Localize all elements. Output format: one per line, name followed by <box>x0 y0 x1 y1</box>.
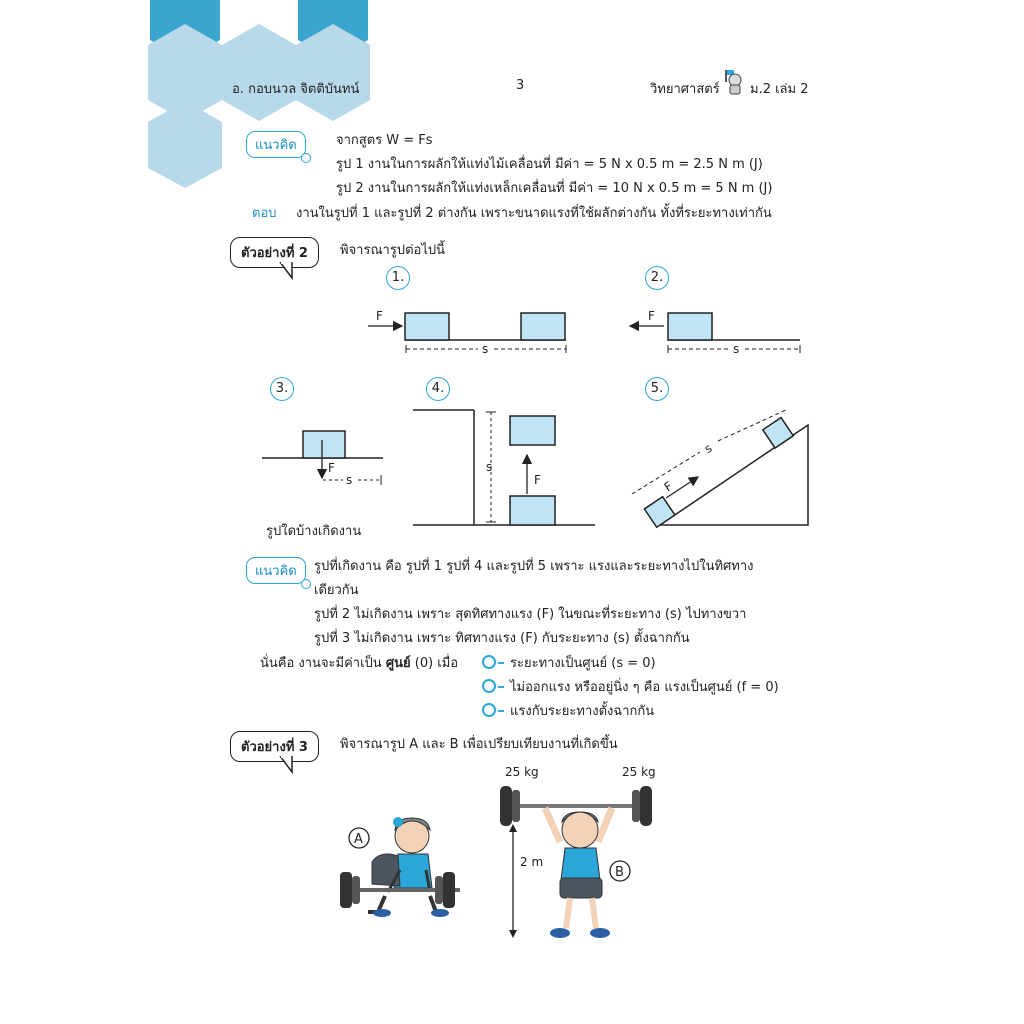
bullet-3: แรงกับระยะทางตั้งฉากกัน <box>482 703 654 721</box>
figure-3: F s <box>262 430 383 487</box>
concept1-line-2: รูป 1 งานในการผลักให้แท่งไม้เคลื่อนที่ ม… <box>336 157 763 172</box>
header-author: อ. กอบนวล จิตติบันทน์ <box>232 82 360 97</box>
example-3-prompt: พิจารณารูป A และ B เพื่อเปรียบเทียบงานที… <box>340 737 618 752</box>
example-2-question: รูปใดบ้างเกิดงาน <box>266 524 362 539</box>
fig2-force-label: F <box>648 309 655 323</box>
concept-tag-1: แนวคิด <box>246 131 311 163</box>
figure-number-5: 5. <box>645 377 669 401</box>
header-subject: วิทยาศาสตร์ <box>650 82 720 97</box>
concept2-line-2: เดียวกัน <box>314 583 359 598</box>
header-page-number: 3 <box>516 78 525 93</box>
concept2-line-4: รูปที่ 3 ไม่เกิดงาน เพราะ ทิศทางแรง (F) … <box>314 631 690 646</box>
bullet-marker-icon <box>482 655 496 669</box>
fig5-force-label: F <box>662 479 676 495</box>
example-2-callout-tail <box>279 262 293 280</box>
weight-label-left: 25 kg <box>505 765 539 779</box>
concept2-line-3: รูปที่ 2 ไม่เกิดงาน เพราะ สุดทิศทางแรง (… <box>314 607 747 622</box>
physics-figures: F s F s F s s F <box>262 309 809 529</box>
fig4-distance-label: s <box>486 460 492 474</box>
example-2-label: ตัวอย่างที่ 2 <box>230 237 319 268</box>
zero-intro: นั่นคือ งานจะมีค่าเป็น <box>260 656 382 671</box>
bullet-marker-icon <box>482 679 496 693</box>
label-b: B <box>615 865 624 880</box>
example-2-prompt: พิจารณารูปต่อไปนี้ <box>340 243 445 258</box>
fig3-force-label: F <box>328 461 335 475</box>
header-grade: ม.2 เล่ม 2 <box>750 82 809 97</box>
fig5-distance-label: s <box>702 441 714 456</box>
bullet-2: ไม่ออกแรง หรืออยู่นิ่ง ๆ คือ แรงเป็นศูนย… <box>482 679 779 697</box>
figure-number-4: 4. <box>426 377 450 401</box>
fig1-force-label: F <box>376 309 383 323</box>
bullet-marker-icon <box>482 703 496 717</box>
figure-number-3: 3. <box>270 377 294 401</box>
concept1-line-1: จากสูตร W = Fs <box>336 133 433 148</box>
weightlifting-illustration: 25 kg 25 kg A <box>340 765 656 938</box>
zero-bold: ศูนย์ <box>385 656 411 671</box>
fig2-distance-label: s <box>733 342 739 356</box>
figure-4: s F <box>413 409 595 526</box>
fig4-force-label: F <box>534 473 541 487</box>
fig3-distance-label: s <box>346 473 352 487</box>
concept-tag-2: แนวคิด <box>246 557 311 589</box>
zero-work-statement: นั่นคือ งานจะมีค่าเป็น ศูนย์ (0) เมื่อ <box>260 655 458 673</box>
height-label: 2 m <box>520 855 543 869</box>
astronaut-icon <box>725 70 742 95</box>
answer-label: ตอบ <box>252 206 277 221</box>
example-3-callout-tail <box>279 756 293 774</box>
lifter-a: A <box>340 817 460 917</box>
hexagon-pattern <box>148 0 370 188</box>
figure-number-1: 1. <box>386 266 410 290</box>
figure-1: F s <box>368 309 567 356</box>
fig1-distance-label: s <box>482 342 488 356</box>
label-a: A <box>354 832 363 847</box>
weight-label-right: 25 kg <box>622 765 656 779</box>
concept2-line-1: รูปที่เกิดงาน คือ รูปที่ 1 รูปที่ 4 และร… <box>314 559 754 574</box>
concept1-line-3: รูป 2 งานในการผลักให้แท่งเหล็กเคลื่อนที่… <box>336 181 773 196</box>
lifter-b: 2 m B <box>500 786 652 938</box>
example-3-label: ตัวอย่างที่ 3 <box>230 731 319 762</box>
figure-2: F s <box>628 309 801 356</box>
zero-tail: (0) เมื่อ <box>414 656 459 671</box>
answer-text: งานในรูปที่ 1 และรูปที่ 2 ต่างกัน เพราะข… <box>296 206 772 221</box>
figure-5: F s <box>631 408 809 529</box>
figure-number-2: 2. <box>645 266 669 290</box>
bullet-1: ระยะทางเป็นศูนย์ (s = 0) <box>482 655 656 673</box>
